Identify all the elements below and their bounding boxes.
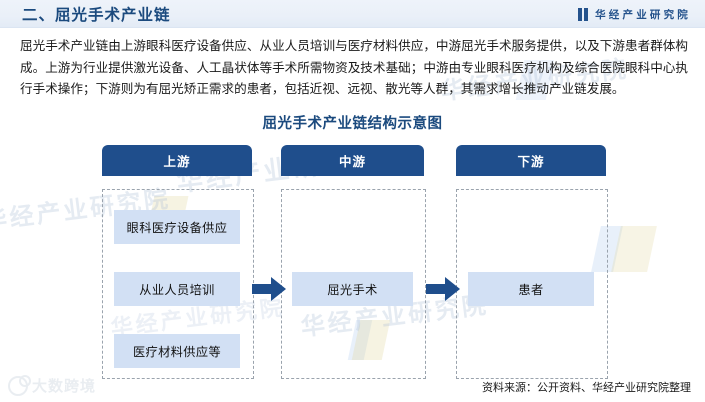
stage-header-upstream: 上游 xyxy=(102,145,252,176)
arrow-right-icon xyxy=(252,277,286,301)
brand-logo: 华经产业研究院 xyxy=(578,7,691,22)
stage-body-midstream xyxy=(281,189,426,379)
watermark-shape xyxy=(611,226,657,272)
node-downstream-1: 患者 xyxy=(468,272,594,306)
stage-header-downstream: 下游 xyxy=(456,145,606,176)
stage-header-midstream: 中游 xyxy=(281,145,424,176)
body-paragraph: 屈光手术产业链由上游眼科医疗设备供应、从业人员培训与医疗材料供应，中游屈光手术服… xyxy=(20,39,688,96)
page-title: 二、屈光手术产业链 xyxy=(22,7,171,24)
figure-title: 屈光手术产业链结构示意图 xyxy=(262,116,443,132)
stage-body-downstream xyxy=(456,189,608,379)
node-upstream-3: 医疗材料供应等 xyxy=(114,334,240,368)
node-upstream-2: 从业人员培训 xyxy=(114,272,240,306)
brand-name: 华经产业研究院 xyxy=(595,9,691,21)
circles-logo-icon xyxy=(8,374,31,396)
corner-watermark-logo: 大数跨境 xyxy=(8,374,97,396)
node-upstream-1: 眼科医疗设备供应 xyxy=(114,210,240,244)
node-midstream-1: 屈光手术 xyxy=(292,272,413,306)
source-attribution: 资料来源：公开资料、华经产业研究院整理 xyxy=(482,382,691,394)
open-book-icon xyxy=(578,8,589,21)
arrow-right-icon xyxy=(426,277,460,301)
corner-watermark-text: 大数跨境 xyxy=(32,378,97,395)
